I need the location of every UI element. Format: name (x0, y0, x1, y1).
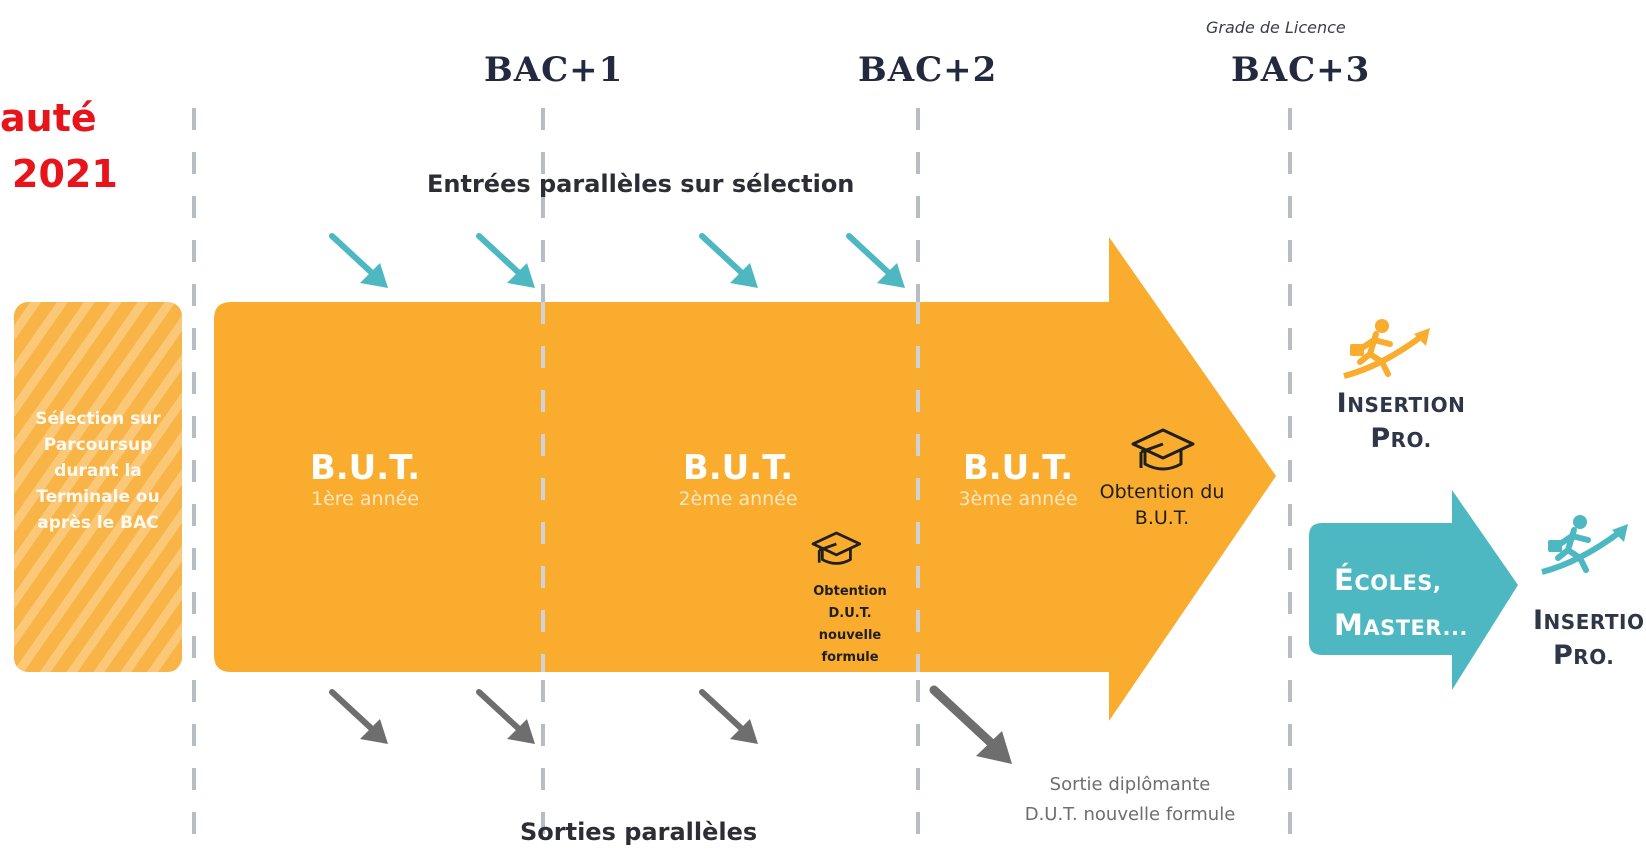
exit-arrows (329, 685, 1012, 764)
graduation-cap-icon (811, 531, 862, 565)
diploma-exit-line-2: D.U.T. nouvelle formule (1024, 804, 1236, 825)
ecoles-rest-2: ASTER... (1363, 616, 1468, 640)
insertion-top-initial-1: I (1336, 388, 1348, 419)
year-2-block: B.U.T. 2ème année (643, 448, 833, 510)
but-main-arrow (214, 237, 1276, 721)
insertion-top-rest-1: NSERTION (1347, 393, 1466, 417)
diploma-exit-block: Sortie diplômante D.U.T. nouvelle formul… (980, 770, 1280, 830)
insertion-top-rest-2: RO. (1390, 428, 1432, 452)
year-3-title: B.U.T. (962, 448, 1074, 488)
entries-label: Entrées parallèles sur sélection (427, 170, 855, 198)
milestone-bac2: BAC+2 (858, 50, 998, 90)
running-businessman-icon (1343, 319, 1430, 379)
milestone-bac3: BAC+3 (1231, 50, 1371, 90)
year-1-subtitle: 1ère année (310, 488, 419, 510)
entry-arrows (329, 233, 905, 288)
selection-text: Sélection sur Parcoursup durant la Termi… (35, 409, 161, 533)
entry-arrow-4 (846, 233, 905, 288)
running-businessman-icon (1541, 515, 1628, 575)
exits-label: Sorties parallèles (520, 818, 758, 846)
insertion-top-initial-2: P (1370, 423, 1391, 454)
dut-obtention-text: Obtention D.U.T. nouvelle formule (813, 584, 887, 665)
year-1-block: B.U.T. 1ère année (270, 448, 460, 510)
year-2-subtitle: 2ème année (678, 488, 798, 510)
exit-arrow-3 (699, 689, 758, 744)
year-3-block: B.U.T. 3ème année (923, 448, 1113, 510)
ecoles-initial-1: É (1334, 563, 1355, 597)
year-3-subtitle: 3ème année (958, 488, 1078, 510)
exit-arrow-diploma (929, 685, 1012, 764)
ecoles-master-label: ÉCOLES, MASTER... (1334, 559, 1468, 649)
ecoles-master-arrow (1309, 490, 1518, 690)
insertion-bottom-rest-2: RO. (1573, 645, 1615, 669)
ecoles-rest-1: COLES, (1354, 571, 1442, 595)
insertion-bottom-initial-1: I (1533, 605, 1544, 636)
entry-arrow-2 (476, 233, 535, 288)
new-banner-line-1: auté (0, 96, 97, 140)
year-1-title: B.U.T. (309, 448, 421, 488)
insertion-bottom-initial-2: P (1553, 640, 1574, 671)
insertion-bottom-rest-1: NSERTION (1543, 610, 1646, 634)
diploma-exit-line-1: Sortie diplômante (1049, 774, 1211, 795)
entry-arrow-1 (329, 233, 388, 288)
grade-licence-label: Grade de Licence (1206, 18, 1346, 37)
selection-box (14, 302, 182, 672)
exit-arrow-2 (476, 689, 535, 744)
milestone-bac1: BAC+1 (484, 50, 624, 90)
but-obtention-text: Obtention du B.U.T. (1099, 481, 1225, 529)
insertion-pro-top: INSERTION PRO. (1326, 387, 1476, 457)
exit-arrow-1 (329, 689, 388, 744)
entry-arrow-3 (699, 233, 758, 288)
year-2-title: B.U.T. (682, 448, 794, 488)
insertion-pro-bottom: INSERTION PRO. (1533, 604, 1646, 674)
ecoles-initial-2: M (1334, 608, 1364, 642)
graduation-cap-icon (1131, 428, 1195, 471)
new-banner-line-2: 2021 (12, 152, 118, 196)
